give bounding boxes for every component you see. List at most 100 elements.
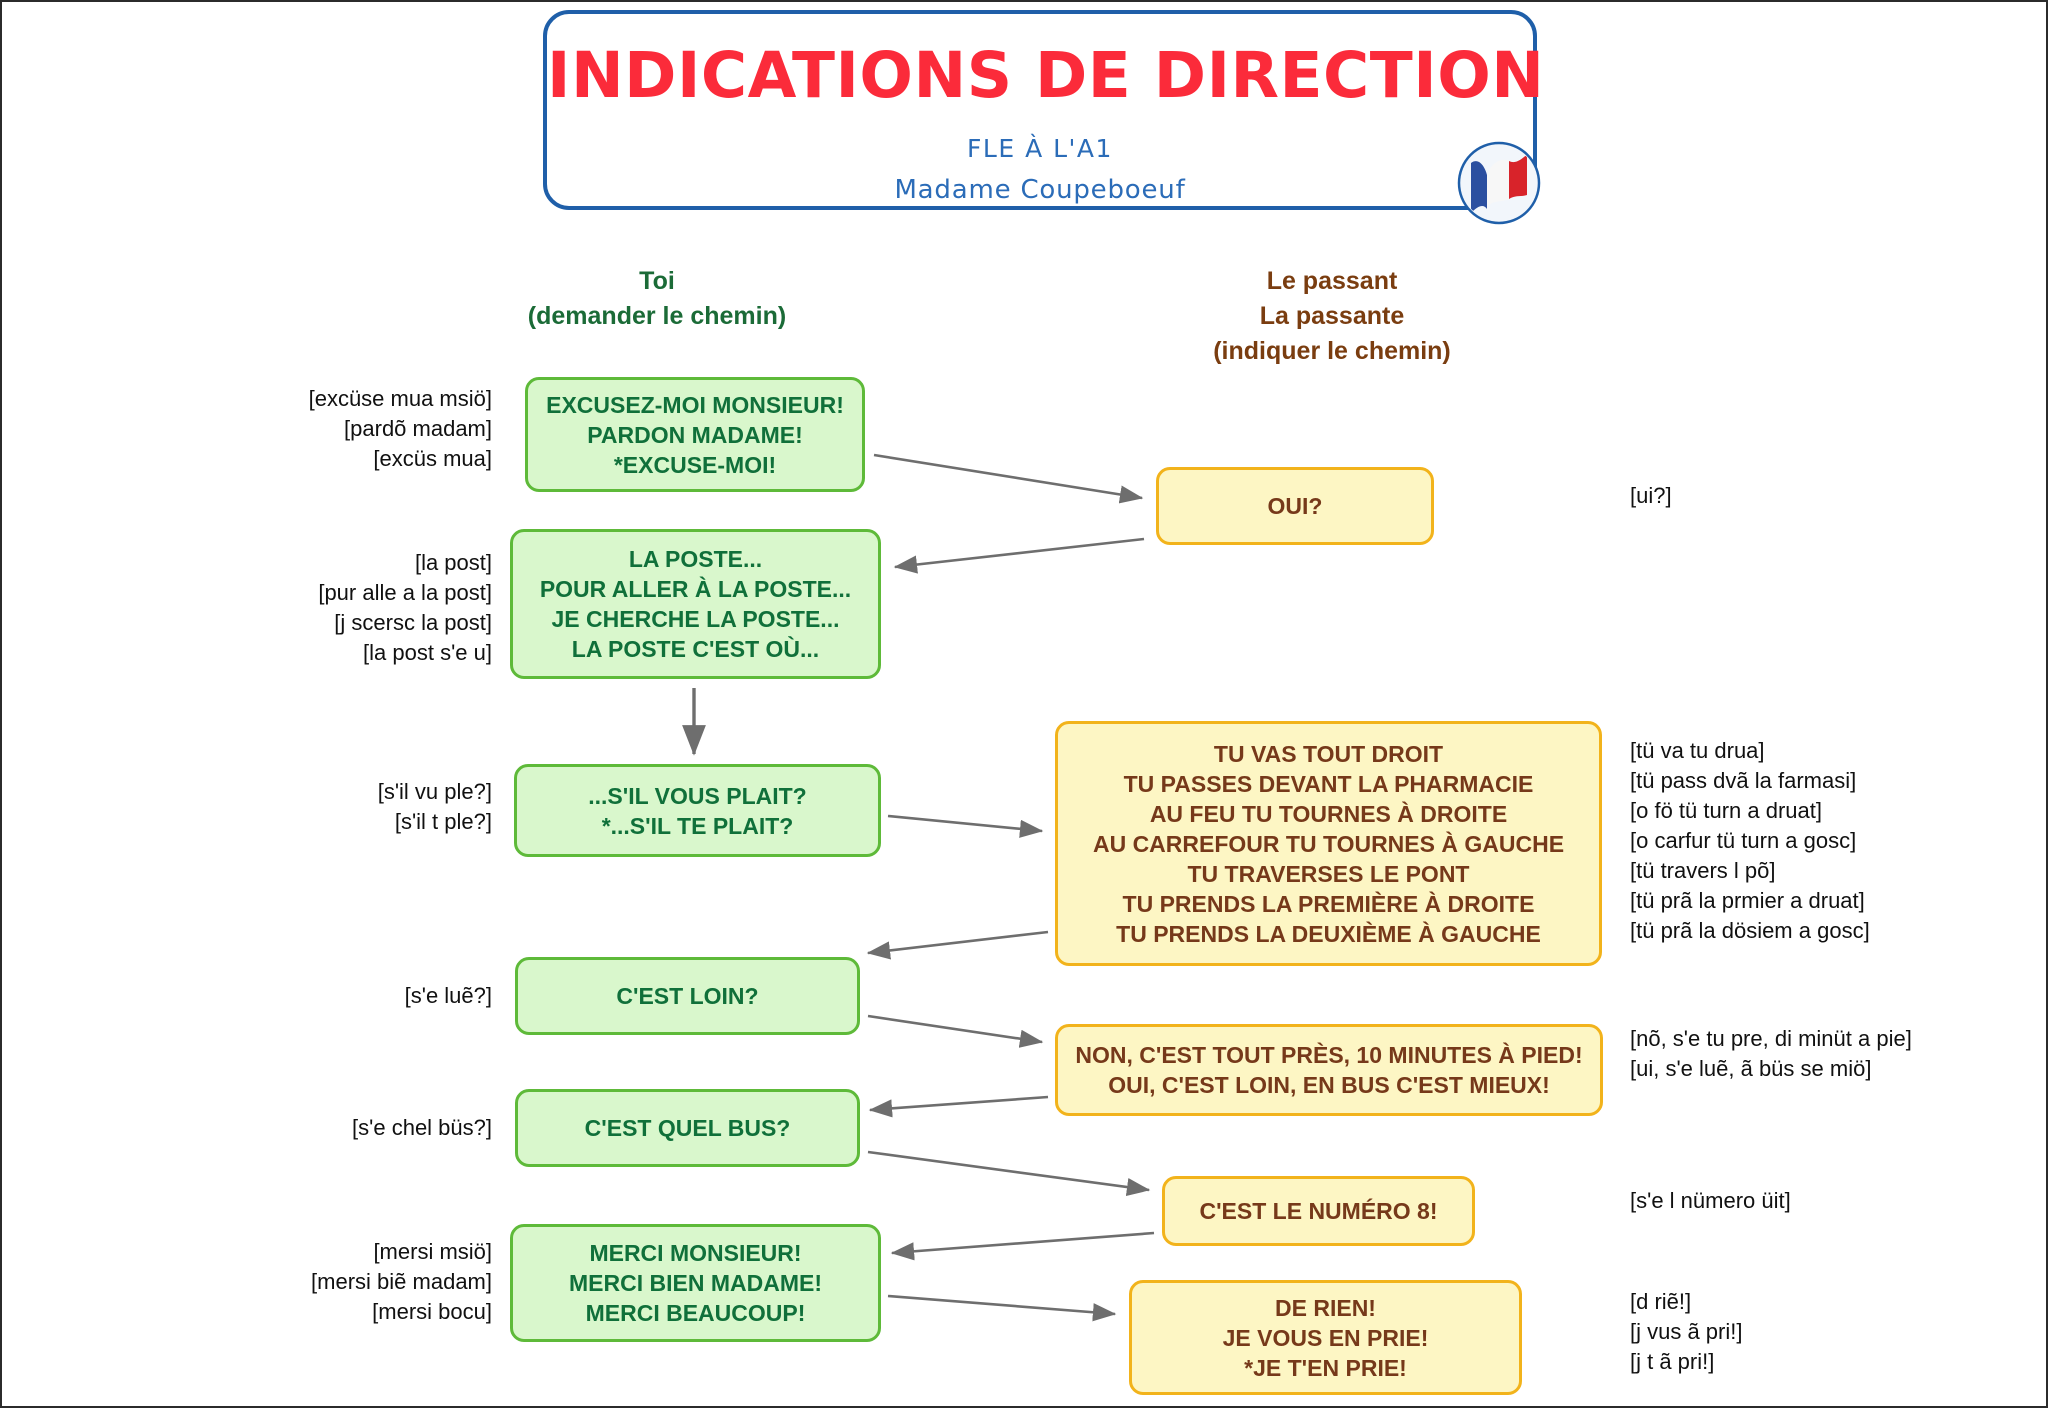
- phonetics-line: [tü prã la prmier a druat]: [1630, 888, 1865, 913]
- phrase-line: TU PRENDS LA PREMIÈRE À DROITE: [1122, 890, 1535, 917]
- phrase-line: TU VAS TOUT DROIT: [1213, 740, 1444, 767]
- arrow-quelbus-to-numero: [867, 1150, 1151, 1197]
- phonetics-line: [excüse mua msiö]: [308, 386, 492, 411]
- phonetics-sil-vous-plait: [s'il vu ple?] [s'il t ple?]: [222, 777, 492, 837]
- phrase-line: *EXCUSE-MOI!: [613, 451, 777, 478]
- phrase-line: TU TRAVERSES LE PONT: [1187, 860, 1470, 887]
- phonetics-excusez: [excüse mua msiö] [pardõ madam] [excüs m…: [222, 384, 492, 474]
- arrow-numero-to-merci: [890, 1231, 1155, 1261]
- phonetics-merci: [mersi msiö] [mersi biẽ madam] [mersi bo…: [222, 1237, 492, 1327]
- subtitle-author: Madame Coupeboeuf: [894, 175, 1186, 205]
- phrase-box-oui[interactable]: OUI?: [1156, 467, 1434, 545]
- phonetics-line: [tü travers l põ]: [1630, 858, 1776, 883]
- phonetics-line: [mersi biẽ madam]: [311, 1269, 492, 1294]
- phonetics-line: [mersi msiö]: [373, 1239, 492, 1264]
- phrase-line: DE RIEN!: [1275, 1294, 1376, 1321]
- phonetics-non-oui: [nõ, s'e tu pre, di minüt a pie] [ui, s'…: [1630, 1024, 2030, 1084]
- column-header-toi-subtitle: (demander le chemin): [527, 302, 787, 330]
- phonetics-line: [j t ã pri!]: [1630, 1349, 1715, 1374]
- phrase-box-cest-loin[interactable]: C'EST LOIN?: [515, 957, 860, 1035]
- phonetics-line: [nõ, s'e tu pre, di minüt a pie]: [1630, 1026, 1912, 1051]
- arrow-merci-to-derien: [887, 1294, 1117, 1322]
- phonetics-line: [s'e l nümero üit]: [1630, 1188, 1791, 1213]
- phrase-line: MERCI BEAUCOUP!: [585, 1300, 806, 1326]
- phonetics-line: [la post s'e u]: [363, 640, 492, 665]
- column-header-passant: Le passant La passante (indiquer le chem…: [1072, 264, 1592, 369]
- phrase-line: ...S'IL VOUS PLAIT?: [588, 782, 807, 809]
- phrase-line: AU FEU TU TOURNES À DROITE: [1149, 800, 1508, 827]
- phonetics-de-rien: [d riẽ!] [j vus ã pri!] [j t ã pri!]: [1630, 1287, 2010, 1377]
- phonetics-line: [o fö tü turn a druat]: [1630, 798, 1823, 823]
- phrase-line: PARDON MADAME!: [587, 421, 803, 448]
- phrase-line: TU PRENDS LA DEUXIÈME À GAUCHE: [1116, 920, 1541, 947]
- phrase-line: LA POSTE C'EST OÙ...: [571, 636, 820, 662]
- arrow-loin-to-nonoui: [867, 1014, 1044, 1048]
- phonetics-line: [mersi bocu]: [372, 1299, 492, 1324]
- phonetics-directions: [tü va tu drua] [tü pass dvã la farmasi]…: [1630, 736, 2030, 946]
- phrase-box-excusez[interactable]: EXCUSEZ-MOI MONSIEUR! PARDON MADAME! *EX…: [525, 377, 865, 492]
- phrase-box-directions[interactable]: TU VAS TOUT DROIT TU PASSES DEVANT LA PH…: [1055, 721, 1602, 966]
- phonetics-line: [tü prã la dösiem a gosc]: [1630, 918, 1870, 943]
- phrase-box-numero[interactable]: C'EST LE NUMÉRO 8!: [1162, 1176, 1475, 1246]
- phrase-line: C'EST LE NUMÉRO 8!: [1199, 1198, 1438, 1224]
- phrase-line: *JE T'EN PRIE!: [1244, 1354, 1407, 1381]
- phonetics-line: [ui, s'e luẽ, ã büs se miö]: [1630, 1056, 1872, 1081]
- arrow-svp-to-directions: [887, 814, 1044, 838]
- arrow-directions-to-loin: [866, 930, 1049, 960]
- phonetics-line: [s'e luẽ?]: [404, 983, 492, 1008]
- page-title: INDICATIONS DE DIRECTION: [547, 39, 1545, 112]
- phonetics-cest-loin: [s'e luẽ?]: [222, 981, 492, 1011]
- column-header-passant-masculine: Le passant: [1266, 267, 1398, 295]
- phrase-line: POUR ALLER À LA POSTE...: [539, 576, 852, 602]
- french-flag-icon: [1457, 141, 1541, 225]
- phonetics-line: [tü pass dvã la farmasi]: [1630, 768, 1857, 793]
- arrow-nonoui-to-quelbus: [868, 1095, 1049, 1118]
- column-header-toi-title: Toi: [639, 267, 675, 295]
- phrase-line: OUI?: [1267, 493, 1323, 519]
- phonetics-quel-bus: [s'e chel büs?]: [222, 1113, 492, 1143]
- phonetics-line: [o carfur tü turn a gosc]: [1630, 828, 1857, 853]
- phrase-line: *...S'IL TE PLAIT?: [601, 812, 794, 839]
- phrase-line: AU CARREFOUR TU TOURNES À GAUCHE: [1092, 830, 1565, 857]
- phrase-line: MERCI MONSIEUR!: [589, 1240, 802, 1266]
- subtitle-level: FLE À L'A1: [967, 134, 1113, 163]
- phrase-line: C'EST LOIN?: [616, 983, 759, 1009]
- phrase-line: TU PASSES DEVANT LA PHARMACIE: [1123, 770, 1534, 797]
- phonetics-line: [pardõ madam]: [344, 416, 492, 441]
- phrase-box-non-oui[interactable]: NON, C'EST TOUT PRÈS, 10 MINUTES À PIED!…: [1055, 1024, 1603, 1116]
- phrase-line: NON, C'EST TOUT PRÈS, 10 MINUTES À PIED!: [1075, 1042, 1583, 1068]
- phonetics-line: [ui?]: [1630, 483, 1672, 508]
- phonetics-line: [la post]: [414, 550, 492, 575]
- phonetics-line: [s'il t ple?]: [394, 809, 492, 834]
- column-header-toi: Toi (demander le chemin): [432, 264, 882, 334]
- arrow-oui-to-poste: [893, 537, 1145, 574]
- arrow-excusez-to-oui: [873, 453, 1144, 504]
- phrase-box-poste[interactable]: LA POSTE... POUR ALLER À LA POSTE... JE …: [510, 529, 881, 679]
- phrase-line: LA POSTE...: [628, 546, 763, 572]
- phonetics-line: [tü va tu drua]: [1630, 738, 1765, 763]
- phrase-line: JE VOUS EN PRIE!: [1222, 1324, 1429, 1351]
- phrase-line: JE CHERCHE LA POSTE...: [551, 606, 840, 632]
- title-banner: INDICATIONS DE DIRECTION FLE À L'A1 Mada…: [543, 10, 1545, 210]
- column-header-passant-subtitle: (indiquer le chemin): [1213, 337, 1451, 365]
- phonetics-oui: [ui?]: [1630, 481, 2010, 511]
- phonetics-line: [s'e chel büs?]: [352, 1115, 492, 1140]
- phonetics-line: [pur alle a la post]: [318, 580, 492, 605]
- phrase-line: EXCUSEZ-MOI MONSIEUR!: [546, 391, 844, 418]
- phonetics-line: [s'il vu ple?]: [377, 779, 492, 804]
- phrase-box-quel-bus[interactable]: C'EST QUEL BUS?: [515, 1089, 860, 1167]
- phrase-box-merci[interactable]: MERCI MONSIEUR! MERCI BIEN MADAME! MERCI…: [510, 1224, 881, 1342]
- phonetics-line: [j scersc la post]: [334, 610, 492, 635]
- phrase-line: C'EST QUEL BUS?: [584, 1115, 791, 1141]
- phonetics-line: [d riẽ!]: [1630, 1289, 1692, 1314]
- phrase-line: MERCI BIEN MADAME!: [569, 1270, 822, 1296]
- phonetics-poste: [la post] [pur alle a la post] [j scersc…: [222, 548, 492, 668]
- phonetics-line: [j vus ã pri!]: [1630, 1319, 1743, 1344]
- phrase-box-sil-vous-plait[interactable]: ...S'IL VOUS PLAIT? *...S'IL TE PLAIT?: [514, 764, 881, 857]
- phrase-box-de-rien[interactable]: DE RIEN! JE VOUS EN PRIE! *JE T'EN PRIE!: [1129, 1280, 1522, 1395]
- phonetics-numero: [s'e l nümero üit]: [1630, 1186, 2010, 1216]
- column-header-passant-feminine: La passante: [1259, 302, 1405, 330]
- phonetics-line: [excüs mua]: [373, 446, 492, 471]
